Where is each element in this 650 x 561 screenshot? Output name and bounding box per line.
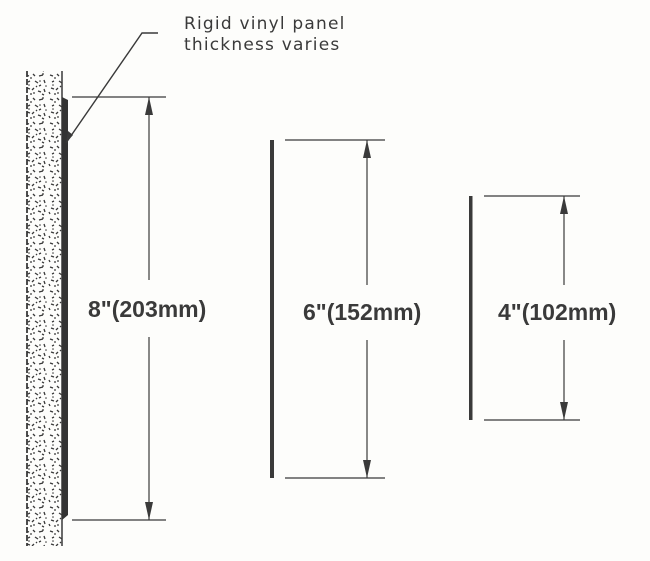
panel-4in (469, 196, 473, 420)
callout-leader (65, 32, 158, 144)
callout-line-1: Rigid vinyl panel (184, 14, 346, 34)
panel-6in (270, 140, 274, 478)
dimension-label-6in: 6"(152mm) (303, 299, 422, 326)
dimension-label-4in: 4"(102mm) (498, 299, 617, 326)
panel-8in (62, 97, 68, 520)
dimension-label-8in: 8"(203mm) (88, 296, 207, 323)
dimension-8in (72, 96, 166, 521)
callout-line-2: thickness varies (184, 35, 341, 55)
dimension-6in (285, 139, 385, 479)
wall-section (26, 71, 63, 546)
callout-text: Rigid vinyl panel thickness varies (184, 14, 346, 56)
dimension-4in (484, 195, 580, 421)
